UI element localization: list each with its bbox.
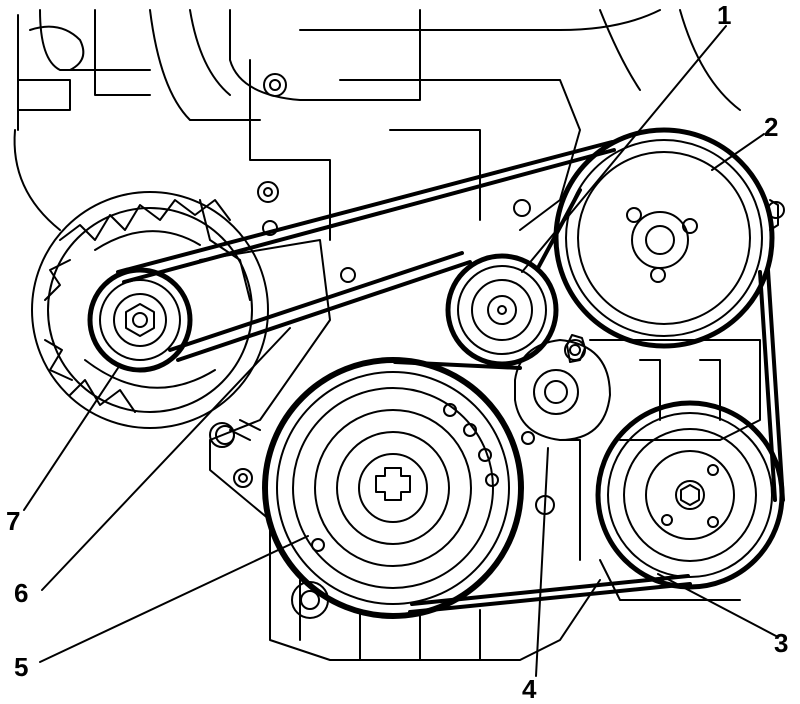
crankshaft-pulley-5 — [262, 357, 524, 619]
callout-7: 7 — [6, 506, 21, 536]
callout-2: 2 — [764, 112, 779, 142]
callout-5: 5 — [14, 652, 29, 682]
callout-3: 3 — [774, 628, 789, 658]
callout-leader-lines — [23, 25, 777, 677]
serpentine-belt-6 — [116, 140, 785, 614]
alternator-pulley-7 — [87, 267, 193, 373]
alternator-housing — [31, 191, 269, 448]
engine-block-outline — [13, 9, 785, 661]
belt-tensioner-4 — [514, 334, 611, 445]
callout-6: 6 — [14, 578, 29, 608]
ac-compressor-pulley-3 — [595, 400, 785, 590]
callout-4: 4 — [522, 674, 537, 704]
power-steering-pulley-2 — [553, 127, 779, 349]
idler-pulley-1 — [445, 253, 559, 367]
callout-1: 1 — [717, 0, 732, 30]
